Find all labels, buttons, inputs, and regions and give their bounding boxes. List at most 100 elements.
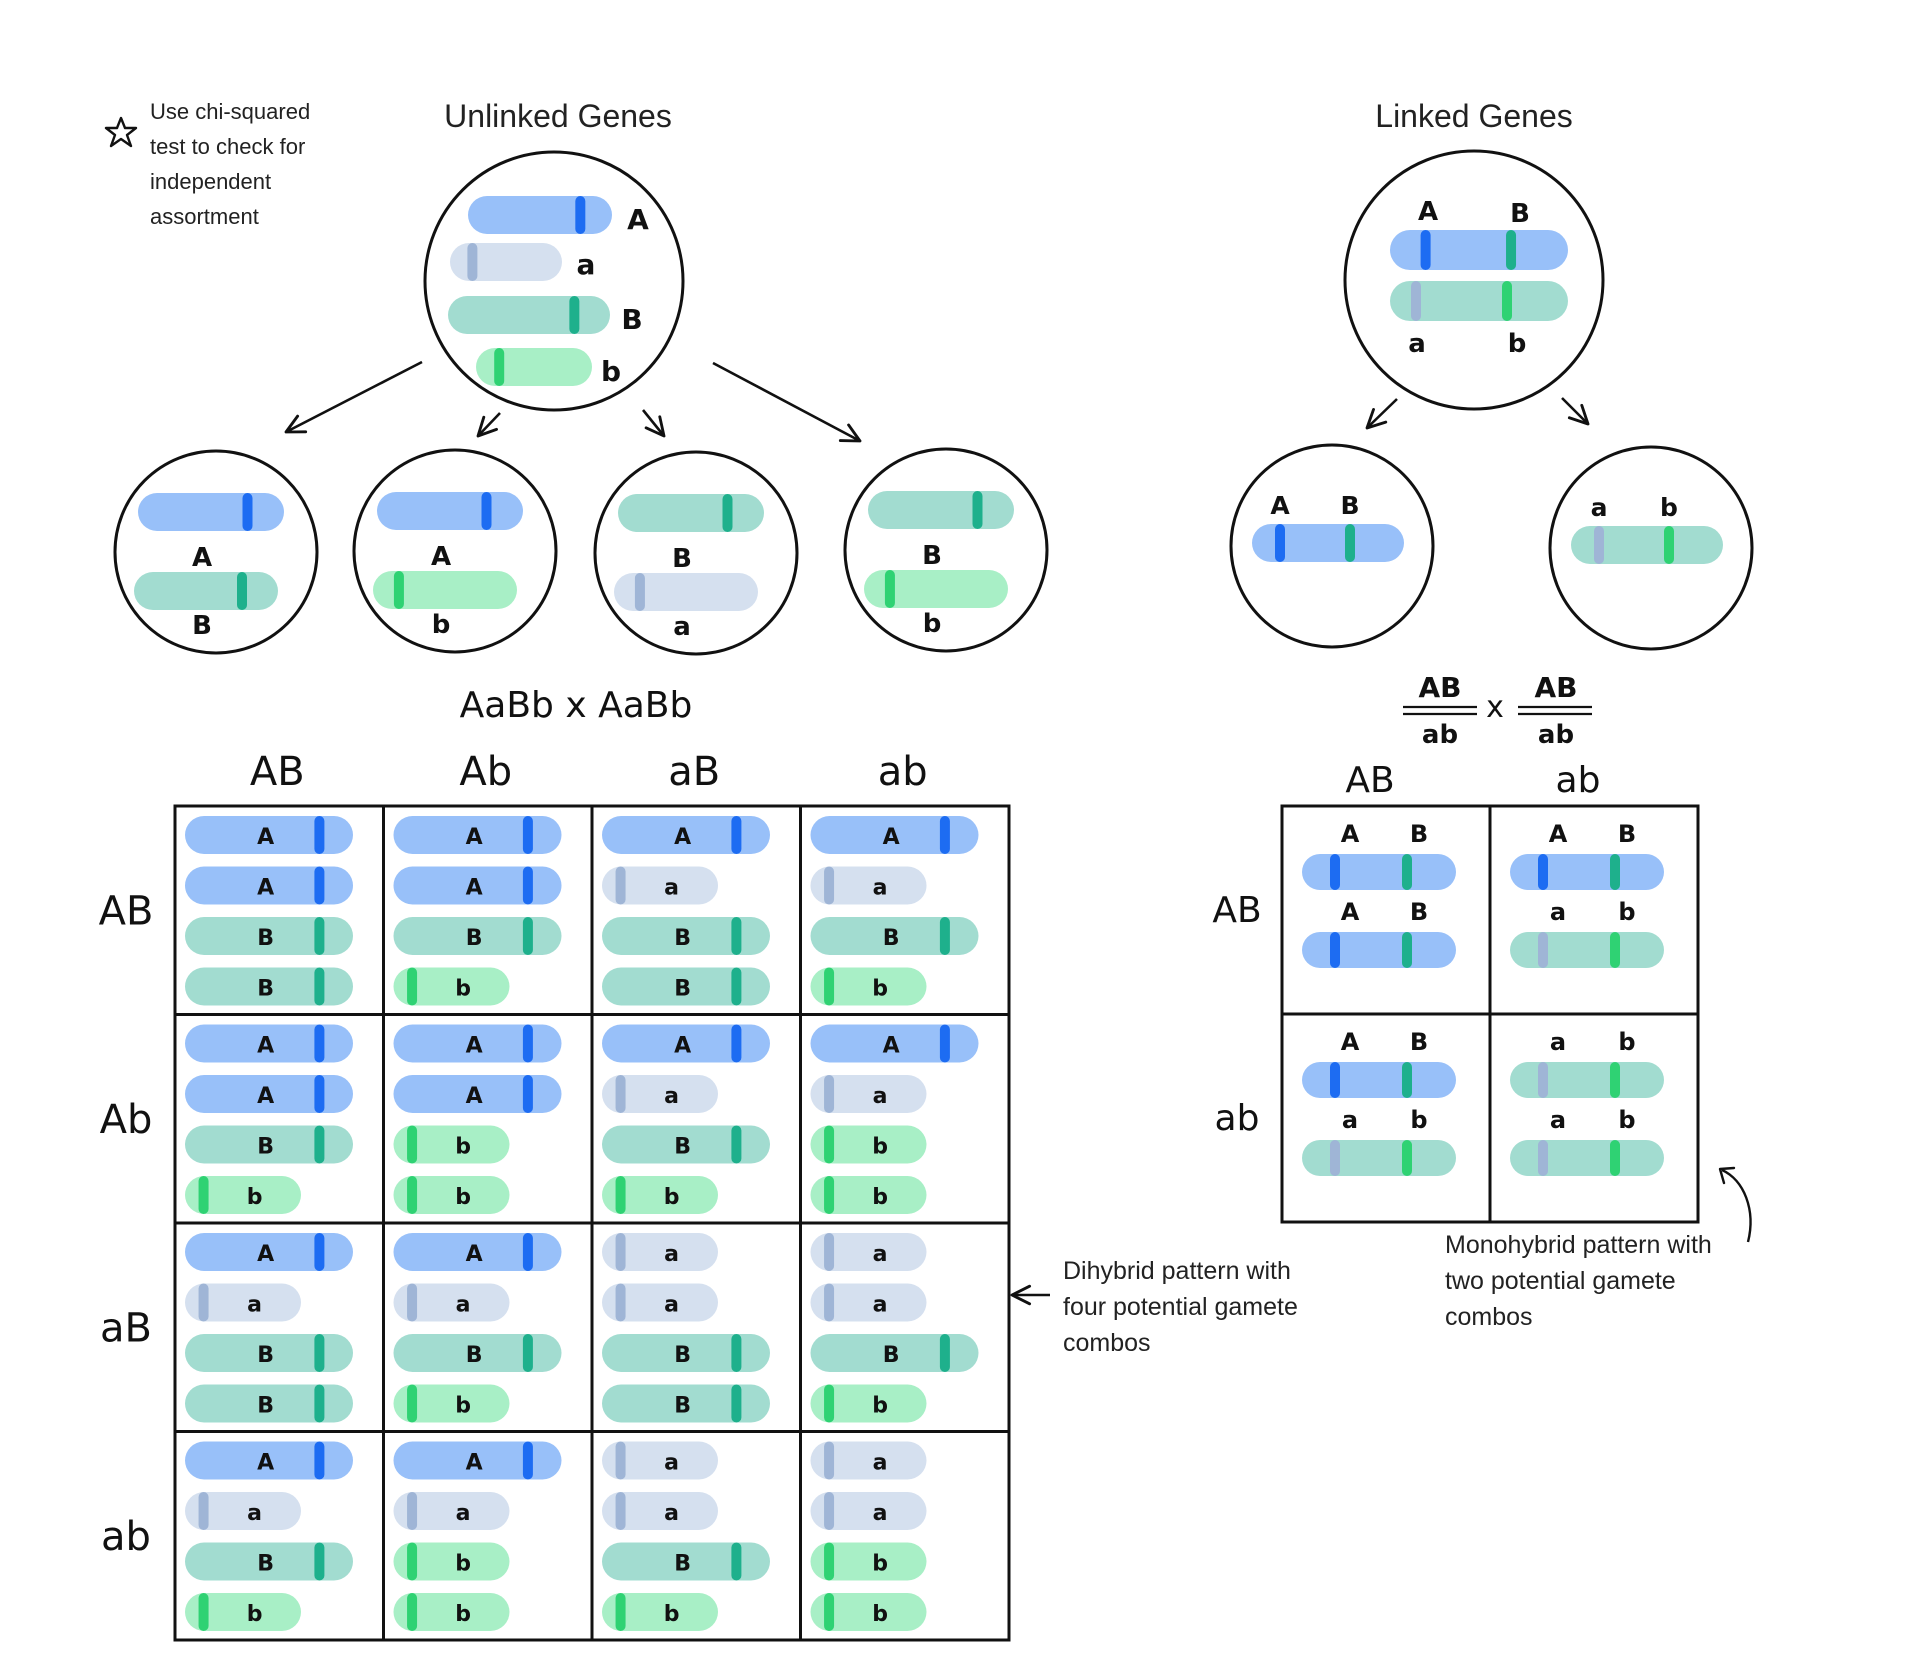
gene-band [1594,526,1604,564]
allele-label: b [872,1394,888,1419]
gene-band [824,866,835,905]
gene-band [1538,1062,1548,1098]
chromosome-ab [1510,932,1664,968]
note-line: test to check for [150,134,306,159]
allele-label: a [873,1084,888,1109]
chromosome-A [393,1024,562,1063]
punnett-cell: AaBb [602,1024,770,1214]
gene-band [824,1492,835,1530]
gene-band [314,1075,325,1113]
gene-band [522,1441,533,1480]
chromosome-B [185,1334,353,1372]
chromosome-ab [1302,1140,1456,1176]
gene-band [314,1441,325,1480]
allele-label: b [455,1552,471,1577]
allele-label: a [1342,1106,1358,1134]
gene-band [522,1233,533,1271]
chromosome-b [393,1125,510,1164]
gene-band [1330,1140,1340,1176]
chromosome-B [810,917,979,955]
gene-band [1506,230,1517,270]
chromosome-A [393,1075,562,1113]
gene-band [824,1176,835,1214]
column-header: aB [668,749,720,795]
gene-band [615,1233,626,1271]
chromosome-B [868,491,1014,529]
gene-band [884,570,895,608]
star-icon [104,116,138,148]
allele-label: A [627,203,649,236]
allele-label: B [466,926,483,951]
allele-label: B [257,1343,274,1368]
chromosome-A [393,1233,562,1271]
allele-label: b [664,1185,680,1210]
gene-band [314,1125,325,1164]
row-header: ab [1215,1098,1260,1139]
gamete-cell: Ab [352,448,558,654]
gene-band [731,816,742,854]
allele-label: B [1410,898,1428,926]
arrow-down [641,409,666,438]
allele-label: B [257,1135,274,1160]
annotation-line: Dihybrid pattern with [1063,1257,1291,1285]
gene-band [314,816,325,854]
allele-label: b [247,1602,263,1627]
gene-band [1610,1140,1620,1176]
gene-band [615,1075,626,1113]
allele-label: a [873,1242,888,1267]
cross-right-denominator: ab [1538,720,1574,750]
allele-label: A [1341,898,1360,926]
chromosome-a [185,1492,301,1530]
allele-label: b [455,1394,471,1419]
annotation-line: combos [1063,1329,1151,1357]
gene-band [615,1176,626,1214]
allele-label: a [873,1451,888,1476]
chromosome-a [810,1233,927,1271]
gene-band [1345,524,1355,562]
allele-label: a [456,1293,471,1318]
gene-band [731,1024,742,1063]
curved-arrow-head [1718,1166,1736,1185]
gene-band [615,1441,626,1480]
annotation-line: four potential gamete [1063,1293,1298,1321]
gene-band [198,1176,209,1214]
chromosome-A [810,1024,979,1063]
row-header: AB [1212,890,1261,931]
chromosome-ab [1390,281,1568,321]
gene-band [1330,1062,1340,1098]
allele-label: A [1418,197,1438,227]
allele-label: b [1410,1106,1427,1134]
allele-label: b [455,977,471,1002]
allele-label: a [664,1084,679,1109]
linked-cross: AB ab x AB ab [1403,671,1592,750]
cross-right-numerator: AB [1534,671,1577,704]
gene-band [1402,1062,1412,1098]
chromosome-AB [1302,1062,1456,1098]
allele-label: A [257,1034,274,1059]
chromosome-b [810,1384,927,1423]
gamete-cell: Bb [843,447,1049,653]
annotation-line: two potential gamete [1445,1267,1676,1295]
chi-squared-note: Use chi-squared test to check for indepe… [150,94,350,234]
allele-label: A [883,1034,900,1059]
allele-label: B [672,544,692,574]
chromosome-b [602,1176,718,1214]
allele-label: b [1618,1028,1635,1056]
gamete-cell: Ba [593,450,799,656]
allele-label: a [873,876,888,901]
gene-band [522,866,533,905]
chromosome-AB [1510,854,1664,890]
chromosome-B [134,572,278,610]
arrow-down [712,361,862,443]
gene-band [198,1283,209,1322]
allele-label: b [872,1135,888,1160]
gene-band [481,492,492,530]
chromosome-A [602,816,770,854]
chromosome-b [810,1176,927,1214]
